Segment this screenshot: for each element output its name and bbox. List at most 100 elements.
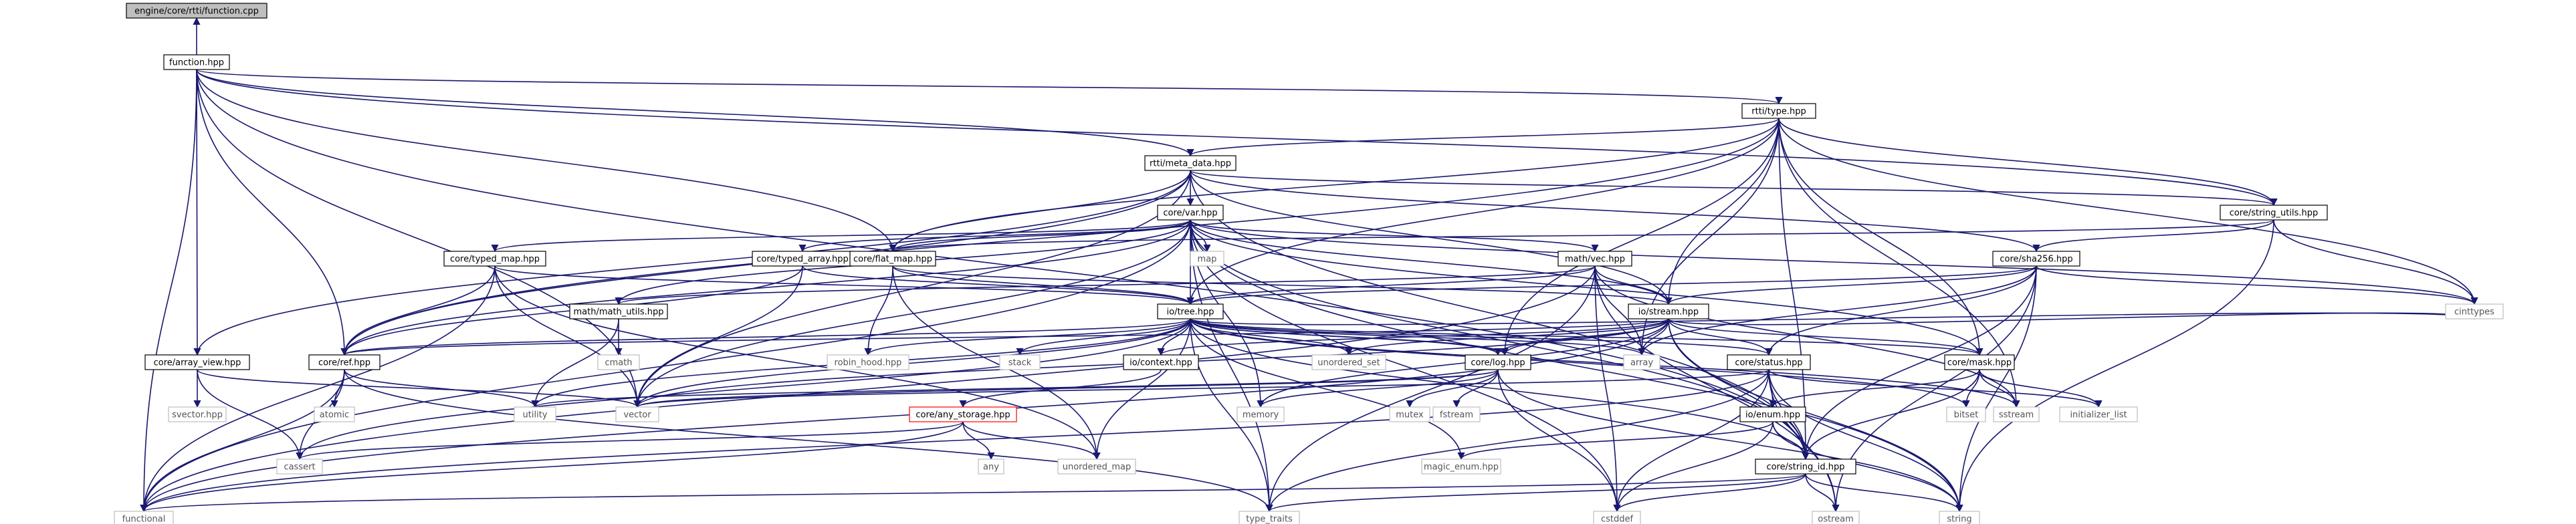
- node-box: [1623, 354, 1660, 370]
- node-label: core/string_id.hpp: [1766, 463, 1844, 473]
- node-label: unordered_map: [1063, 463, 1132, 473]
- edge-string-utils-to-flat-map: [889, 219, 2274, 253]
- node-label: core/typed_array.hpp: [756, 255, 848, 265]
- node-core-mask[interactable]: core/mask.hpp: [1944, 354, 2015, 370]
- node-label: core/string_utils.hpp: [2230, 209, 2319, 219]
- node-core-var[interactable]: core/var.hpp: [1157, 205, 1224, 221]
- edge-core-var-to-typed-array: [798, 219, 1191, 253]
- edge-io-stream-to-unordered-set: [1345, 318, 1669, 356]
- edge-io-tree-to-ref: [340, 318, 1191, 356]
- node-label: cmath: [605, 358, 632, 368]
- node-label: type_traits: [1246, 515, 1293, 524]
- node-box: [1421, 458, 1501, 475]
- edge-core-mask-to-initializer-list: [1979, 369, 2103, 408]
- node-io-tree[interactable]: io/tree.hpp: [1157, 303, 1224, 319]
- node-array-view[interactable]: core/array_view.hpp: [144, 354, 250, 370]
- edge-core-status-to-ostream: [1768, 369, 1840, 513]
- edge-ref-to-type-traits: [344, 369, 1273, 513]
- edge-math-vec-to-ostream: [1594, 265, 1840, 513]
- edge-io-stream-to-core-status: [1668, 318, 1773, 356]
- node-io-stream[interactable]: io/stream.hpp: [1628, 303, 1709, 319]
- node-box: [1727, 354, 1811, 370]
- node-string: string: [1939, 511, 1980, 524]
- node-box: [1465, 354, 1531, 370]
- edge-rtti-meta-to-string-utils: [1190, 170, 2278, 207]
- node-box: [1157, 205, 1224, 221]
- node-core-status[interactable]: core/status.hpp: [1727, 354, 1811, 370]
- node-cinttypes: cinttypes: [2445, 303, 2504, 319]
- node-function-hpp[interactable]: function.hpp: [163, 54, 230, 70]
- node-label: core/sha256.hpp: [2000, 255, 2072, 265]
- node-rtti-meta[interactable]: rtti/meta_data.hpp: [1144, 155, 1237, 171]
- edge-function-hpp-to-vector: [196, 69, 641, 408]
- node-flat-map[interactable]: core/flat_map.hpp: [849, 251, 936, 267]
- edge-core-status-to-functional: [140, 369, 1769, 513]
- node-any: any: [978, 458, 1004, 475]
- node-cassert: cassert: [276, 458, 323, 475]
- edge-rtti-type-to-flat-map: [889, 118, 1780, 253]
- edge-rtti-type-to-ref: [340, 118, 1780, 356]
- node-string-id[interactable]: core/string_id.hpp: [1755, 458, 1856, 475]
- edge-typed-array-to-vector: [633, 265, 803, 408]
- node-any-storage[interactable]: core/any_storage.hpp: [909, 406, 1017, 422]
- edge-io-tree-to-core-log: [1190, 318, 1502, 356]
- edge-core-log-to-mutex: [1406, 369, 1499, 408]
- edge-io-tree-to-magic-enum: [1190, 318, 1465, 461]
- edge-any-storage-to-cassert: [296, 421, 964, 461]
- node-typed-map[interactable]: core/typed_map.hpp: [443, 251, 546, 267]
- node-label: memory: [1243, 410, 1279, 420]
- node-io-context[interactable]: io/context.hpp: [1123, 354, 1199, 370]
- node-label: functional: [122, 515, 166, 524]
- node-box: [163, 54, 230, 70]
- edge-core-log-to-string: [1497, 369, 1963, 513]
- edge-rtti-type-to-cinttypes: [1778, 118, 2478, 305]
- node-core-log[interactable]: core/log.hpp: [1465, 354, 1531, 370]
- node-label: robin_hood.hpp: [835, 358, 902, 368]
- node-label: io/context.hpp: [1130, 358, 1192, 368]
- node-root[interactable]: engine/core/rtti/function.cpp: [126, 3, 267, 19]
- edge-function-hpp-to-flat-map: [196, 69, 897, 253]
- edge-core-mask-to-sstream: [1979, 369, 2020, 408]
- edge-sha256-to-core-status: [1765, 265, 2037, 356]
- node-box: [2445, 303, 2504, 319]
- edge-core-var-to-ref: [340, 219, 1191, 356]
- node-box: [1558, 251, 1632, 267]
- edge-sha256-to-string-id: [1802, 265, 2037, 461]
- node-box: [1944, 354, 2015, 370]
- edge-io-stream-to-memory: [1257, 318, 1669, 408]
- node-robin-hood: robin_hood.hpp: [827, 354, 909, 370]
- node-box: [168, 406, 227, 422]
- node-math-vec[interactable]: math/vec.hpp: [1558, 251, 1632, 267]
- edge-string-id-to-ostream: [1805, 473, 1840, 513]
- edge-flat-map-to-io-stream: [892, 265, 1673, 305]
- node-label: magic_enum.hpp: [1424, 463, 1499, 473]
- node-math-utils[interactable]: math/math_utils.hpp: [569, 303, 668, 319]
- node-typed-array[interactable]: core/typed_array.hpp: [752, 251, 853, 267]
- node-label: vector: [623, 410, 651, 420]
- node-label: cinttypes: [2454, 307, 2494, 317]
- edge-core-log-to-fstream: [1453, 369, 1499, 408]
- edge-math-vec-to-math-utils: [615, 265, 1596, 305]
- edge-io-stream-to-functional: [140, 318, 1669, 513]
- node-box: [1593, 511, 1641, 524]
- edge-math-vec-to-io-tree: [1186, 265, 1596, 305]
- node-label: function.hpp: [169, 58, 224, 68]
- node-io-enum[interactable]: io/enum.hpp: [1739, 406, 1806, 422]
- node-label: io/tree.hpp: [1167, 307, 1214, 317]
- node-box: [1190, 251, 1224, 267]
- edge-any-storage-to-unordered-map: [962, 421, 1101, 461]
- node-box: [1389, 406, 1430, 422]
- node-label: svector.hpp: [172, 410, 223, 420]
- node-label: core/any_storage.hpp: [916, 410, 1010, 420]
- node-box: [1755, 458, 1856, 475]
- edge-rtti-type-to-io-stream: [1665, 118, 1780, 305]
- node-unordered-set: unordered_set: [1311, 354, 1386, 370]
- node-ref[interactable]: core/ref.hpp: [308, 354, 381, 370]
- node-rtti-type[interactable]: rtti/type.hpp: [1741, 103, 1816, 119]
- edge-rtti-type-to-io-tree: [1186, 118, 1780, 305]
- edge-function-hpp-to-string-utils: [196, 69, 2278, 207]
- node-string-utils[interactable]: core/string_utils.hpp: [2220, 205, 2328, 221]
- node-box: [443, 251, 546, 267]
- node-label: io/stream.hpp: [1638, 307, 1699, 317]
- node-sha256[interactable]: core/sha256.hpp: [1992, 251, 2080, 267]
